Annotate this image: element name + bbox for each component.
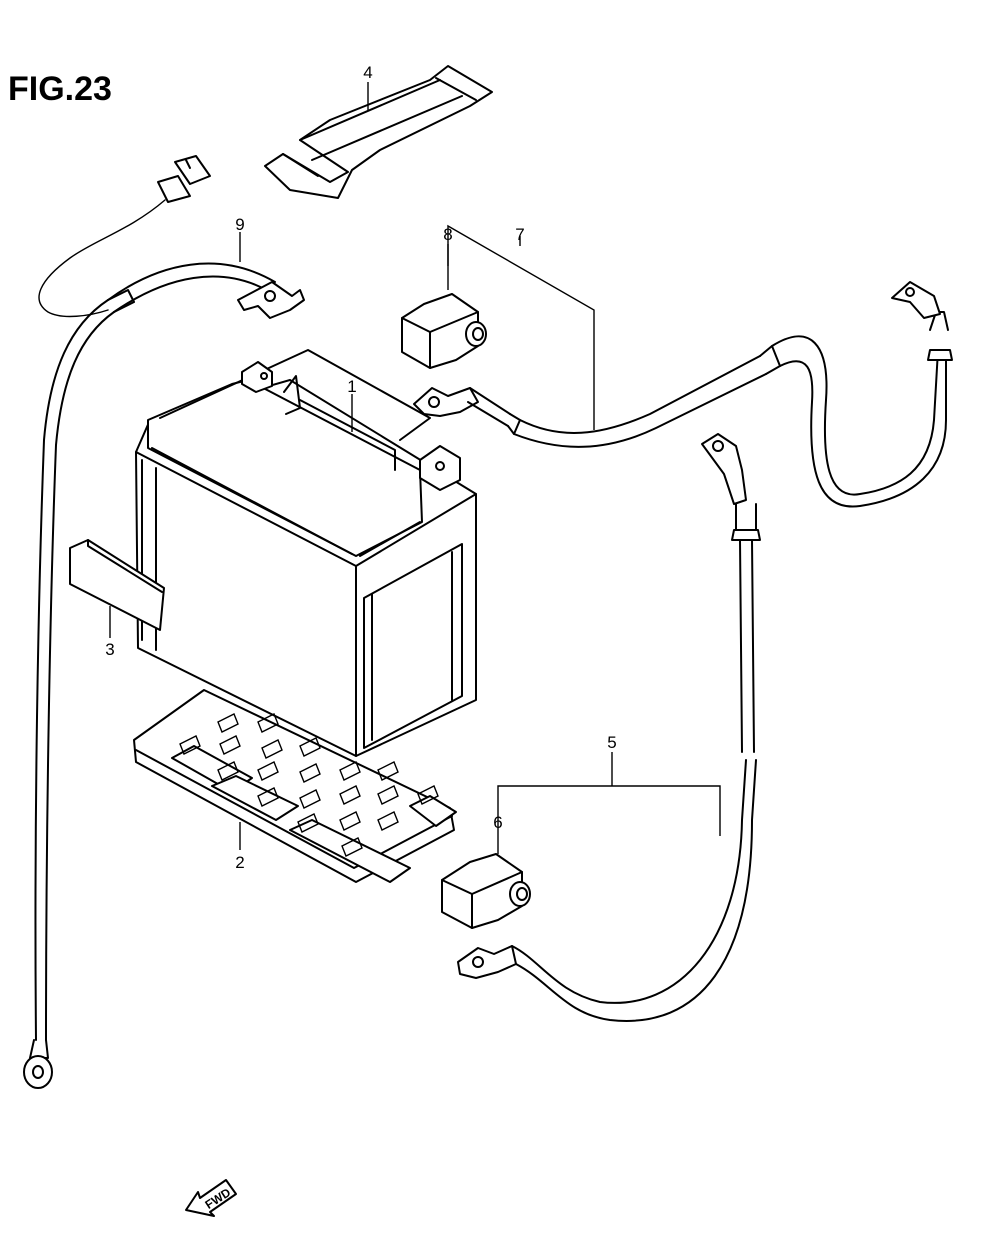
callout-7: 7: [515, 225, 524, 244]
ground-lead: [23, 155, 305, 1089]
callout-3: 3: [105, 640, 114, 659]
figure-title: FIG.23: [8, 70, 112, 108]
battery: [135, 349, 477, 757]
battery-tray: [133, 689, 457, 883]
callout-9: 9: [235, 215, 244, 234]
callout-5: 5: [607, 733, 616, 752]
positive-cable: [413, 281, 953, 508]
negative-cable: [457, 433, 761, 1022]
battery-label-pad: [69, 539, 165, 631]
fwd-arrow-icon: FWD: [185, 1179, 237, 1217]
terminal-cover-positive: [401, 293, 487, 369]
callout-2: 2: [235, 853, 244, 872]
terminal-cover-negative: [441, 853, 531, 929]
callout-1: 1: [347, 377, 356, 396]
battery-strap: [264, 65, 493, 199]
callout-4: 4: [363, 63, 372, 82]
